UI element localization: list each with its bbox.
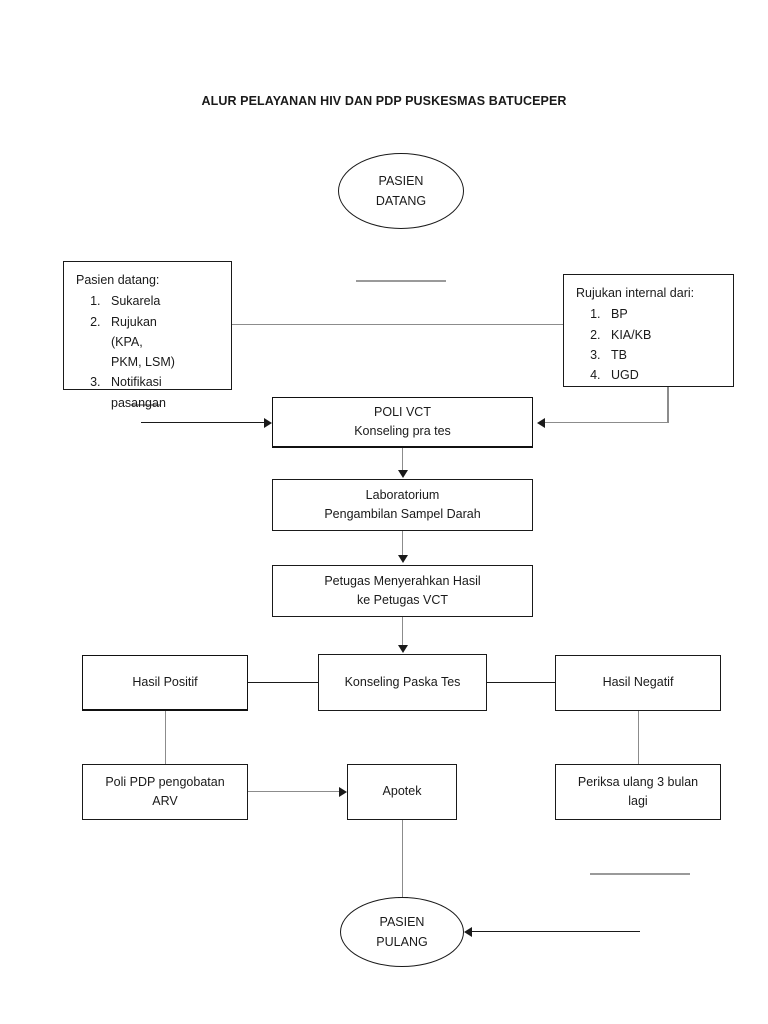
node-periksa-ulang-line1: Periksa ulang 3 bulan (577, 774, 699, 789)
node-poli-vct-line2: Konseling pra tes (354, 424, 451, 438)
arrowhead-right-into-apotek (339, 787, 347, 797)
node-laboratorium-line1: Laboratorium (365, 487, 440, 502)
connector-apotek-to-end (402, 820, 404, 899)
node-hasil-positif-label: Hasil Positif (132, 674, 198, 689)
node-konseling-paska-tes-label: Konseling Paska Tes (344, 674, 461, 689)
list-item: Rujukan(KPA, PKM, LSM) (104, 312, 221, 373)
node-penyerahan-hasil-line2: ke Petugas VCT (356, 593, 448, 607)
arrowhead-down-to-lab (398, 470, 408, 478)
connector-pdp-to-apotek (248, 791, 339, 793)
node-poli-pdp-line2: ARV (152, 794, 178, 808)
source-left-heading: Pasien datang: (76, 273, 160, 287)
arrowhead-left-into-end (464, 927, 472, 937)
connector-konseling-to-negatif (487, 682, 555, 684)
node-poli-pdp-line1: Poli PDP pengobatan (105, 774, 225, 789)
connector-negatif-to-recheck (638, 711, 640, 764)
node-poli-vct-line1: POLI VCT (374, 404, 431, 419)
node-penyerahan-hasil[interactable]: Petugas Menyerahkan Hasil ke Petugas VCT (272, 565, 533, 617)
node-apotek[interactable]: Apotek (347, 764, 457, 820)
node-laboratorium[interactable]: Laboratorium Pengambilan Sampel Darah (272, 479, 533, 531)
node-laboratorium-line2: Pengambilan Sampel Darah (324, 507, 481, 521)
arrowhead-down-to-handover (398, 555, 408, 563)
connector-right-into-poli-vct (545, 422, 668, 424)
node-periksa-ulang-line2: lagi (628, 794, 648, 808)
node-pasien-datang-sources[interactable]: Pasien datang: Sukarela Rujukan(KPA, PKM… (63, 261, 232, 410)
node-periksa-ulang[interactable]: Periksa ulang 3 bulan lagi (555, 764, 721, 820)
source-right-heading: Rujukan internal dari: (576, 286, 695, 300)
connector-positif-to-konseling (248, 682, 318, 684)
node-rujukan-internal[interactable]: Rujukan internal dari: BP KIA/KB TB UGD (563, 274, 734, 387)
source-left-list: Sukarela Rujukan(KPA, PKM, LSM) Notifika… (74, 291, 221, 413)
node-hasil-negatif[interactable]: Hasil Negatif (555, 655, 721, 711)
arrowhead-left-into-poli-vct (537, 418, 545, 428)
list-item: TB (604, 345, 723, 365)
decorative-rule-left (131, 404, 161, 406)
node-pasien-datang-line2: DATANG (375, 194, 427, 208)
connector-right-source-down (667, 387, 669, 423)
connector-poli-vct-to-lab (402, 448, 404, 472)
list-item: BP (604, 304, 723, 324)
node-pasien-datang-line1: PASIEN (378, 174, 424, 188)
list-item: UGD (604, 365, 723, 385)
list-item: Sukarela (104, 291, 221, 311)
node-hasil-positif[interactable]: Hasil Positif (82, 655, 248, 711)
connector-right-into-end (472, 931, 640, 933)
page-title: ALUR PELAYANAN HIV DAN PDP PUSKESMAS BAT… (201, 94, 567, 108)
node-pasien-pulang[interactable]: PASIEN PULANG (340, 897, 464, 967)
connector-lab-to-handover (402, 531, 404, 557)
arrowhead-down-to-post-counseling (398, 645, 408, 653)
list-item: Notifikasi pasangan (104, 372, 221, 413)
node-hasil-negatif-label: Hasil Negatif (602, 675, 674, 690)
connector-left-into-poli-vct (141, 422, 264, 424)
arrowhead-right-into-poli-vct (264, 418, 272, 428)
list-item: KIA/KB (604, 325, 723, 345)
node-pasien-datang[interactable]: PASIEN DATANG (338, 153, 464, 229)
node-konseling-paska-tes[interactable]: Konseling Paska Tes (318, 654, 487, 711)
node-pasien-pulang-line1: PASIEN (379, 915, 425, 929)
decorative-rule-bottom (590, 873, 690, 875)
node-poli-vct[interactable]: POLI VCT Konseling pra tes (272, 397, 533, 448)
decorative-rule-top (356, 280, 446, 282)
connector-left-to-right-source (232, 324, 563, 326)
connector-handover-to-post-counseling (402, 617, 404, 647)
node-pasien-pulang-line2: PULANG (376, 935, 428, 949)
source-right-list: BP KIA/KB TB UGD (574, 304, 723, 385)
node-apotek-label: Apotek (382, 784, 422, 799)
node-penyerahan-hasil-line1: Petugas Menyerahkan Hasil (324, 573, 481, 588)
connector-positif-to-pdp (165, 711, 167, 764)
node-poli-pdp[interactable]: Poli PDP pengobatan ARV (82, 764, 248, 820)
